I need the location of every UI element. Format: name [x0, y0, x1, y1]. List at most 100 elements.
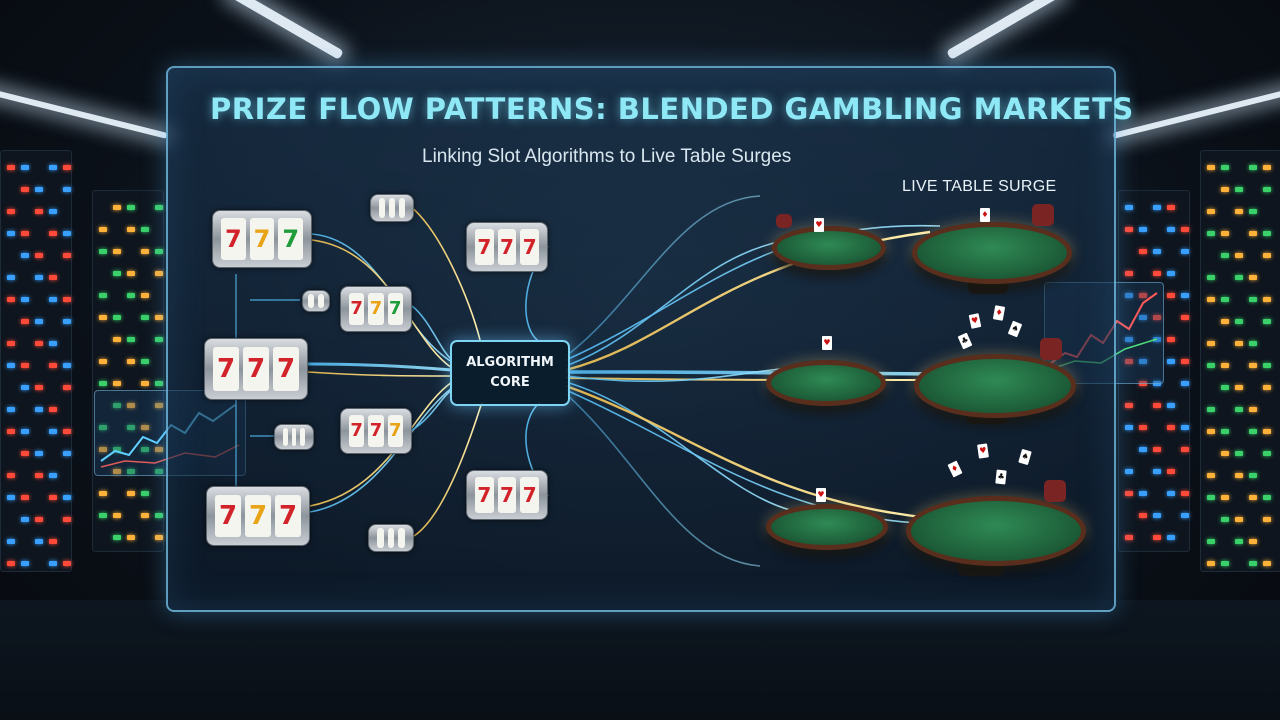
server-led — [1221, 231, 1229, 236]
server-led — [1167, 491, 1175, 496]
slot-reel — [377, 528, 384, 548]
server-led — [155, 513, 163, 518]
server-led — [21, 187, 29, 192]
server-led — [1125, 293, 1133, 298]
server-led — [49, 165, 57, 170]
server-led — [1153, 447, 1161, 452]
casino-table-large-middle[interactable] — [914, 354, 1076, 418]
server-led — [63, 385, 71, 390]
server-led — [113, 535, 121, 540]
server-led — [141, 425, 149, 430]
slot-reel: 7 — [520, 477, 540, 513]
server-led — [1153, 205, 1161, 210]
algorithm-core[interactable]: ALGORITHM CORE — [450, 340, 570, 406]
slot-machine-medium-2[interactable]: 7 7 7 — [340, 408, 412, 454]
server-led — [1235, 517, 1243, 522]
server-led — [1181, 227, 1189, 232]
slot-machine-small-2[interactable] — [302, 290, 330, 312]
slot-reel — [389, 198, 395, 218]
server-led — [113, 513, 121, 518]
server-led — [21, 495, 29, 500]
slot-machine-small-1[interactable] — [370, 194, 414, 222]
server-led — [141, 227, 149, 232]
slot-reel: 7 — [273, 346, 299, 392]
server-led — [1263, 363, 1271, 368]
server-led — [7, 495, 15, 500]
slot-reel — [308, 293, 314, 309]
server-led — [21, 517, 29, 522]
slot-reel — [387, 528, 395, 548]
slot-machine-large-top[interactable]: 7 7 7 — [212, 210, 312, 268]
server-led — [21, 385, 29, 390]
server-led — [1139, 227, 1147, 232]
server-led — [99, 447, 107, 452]
server-led — [1125, 403, 1133, 408]
playing-card: ♥ — [814, 218, 824, 232]
dealer-chair — [776, 214, 792, 228]
server-led — [7, 231, 15, 236]
server-led — [21, 165, 29, 170]
slot-machine-medium-4[interactable]: 7 7 7 — [466, 470, 548, 520]
casino-table-small-bottom[interactable] — [766, 504, 888, 550]
dealer-chair — [1040, 338, 1062, 360]
server-led — [1235, 319, 1243, 324]
algorithm-core-label-line1: ALGORITHM — [466, 355, 554, 370]
server-led — [155, 469, 163, 474]
casino-table-large-top[interactable] — [912, 222, 1072, 284]
server-led — [1221, 297, 1229, 302]
server-led — [1249, 209, 1257, 214]
server-led — [1221, 517, 1229, 522]
casino-table-small-top[interactable] — [772, 226, 886, 270]
algorithm-core-label-line2: CORE — [490, 375, 530, 390]
slot-machine-large-bottom[interactable]: 7 7 7 — [206, 486, 310, 546]
slot-reel — [398, 528, 406, 548]
server-led — [21, 319, 29, 324]
server-rack-left-2 — [92, 190, 164, 552]
slot-machine-small-3[interactable] — [274, 424, 314, 450]
server-led — [141, 315, 149, 320]
playing-card: ♥ — [822, 336, 832, 350]
server-led — [113, 315, 121, 320]
server-led — [1235, 385, 1243, 390]
slot-reel: 7 — [387, 414, 403, 448]
server-led — [1167, 271, 1175, 276]
server-led — [1207, 561, 1215, 566]
server-led — [1139, 513, 1147, 518]
page-subtitle: Linking Slot Algorithms to Live Table Su… — [422, 146, 792, 167]
server-rack-left-1 — [0, 150, 72, 572]
server-led — [1153, 315, 1161, 320]
server-led — [127, 205, 135, 210]
server-led — [127, 535, 135, 540]
server-led — [1221, 495, 1229, 500]
page-title: PRIZE FLOW PATTERNS: BLENDED GAMBLING MA… — [210, 92, 1134, 126]
server-led — [1249, 561, 1257, 566]
server-led — [63, 517, 71, 522]
server-led — [1263, 429, 1271, 434]
server-led — [1235, 253, 1243, 258]
server-led — [7, 363, 15, 368]
server-led — [7, 561, 15, 566]
slot-reel — [399, 198, 405, 218]
server-led — [21, 253, 29, 258]
server-led — [155, 205, 163, 210]
server-led — [1249, 341, 1257, 346]
slot-machine-medium-1[interactable]: 7 7 7 — [340, 286, 412, 332]
server-led — [1181, 491, 1189, 496]
server-led — [49, 495, 57, 500]
server-led — [155, 337, 163, 342]
slot-machine-large-middle[interactable]: 7 7 7 — [204, 338, 308, 400]
server-led — [99, 491, 107, 496]
slot-machine-medium-3[interactable]: 7 7 7 — [466, 222, 548, 272]
server-led — [155, 403, 163, 408]
casino-table-small-middle[interactable] — [766, 360, 886, 406]
server-led — [63, 297, 71, 302]
server-led — [63, 253, 71, 258]
slot-machine-small-4[interactable] — [368, 524, 414, 552]
server-led — [35, 451, 43, 456]
casino-table-large-bottom[interactable] — [906, 496, 1086, 566]
server-led — [141, 491, 149, 496]
server-led — [99, 425, 107, 430]
server-led — [1221, 429, 1229, 434]
server-led — [63, 451, 71, 456]
server-led — [21, 231, 29, 236]
